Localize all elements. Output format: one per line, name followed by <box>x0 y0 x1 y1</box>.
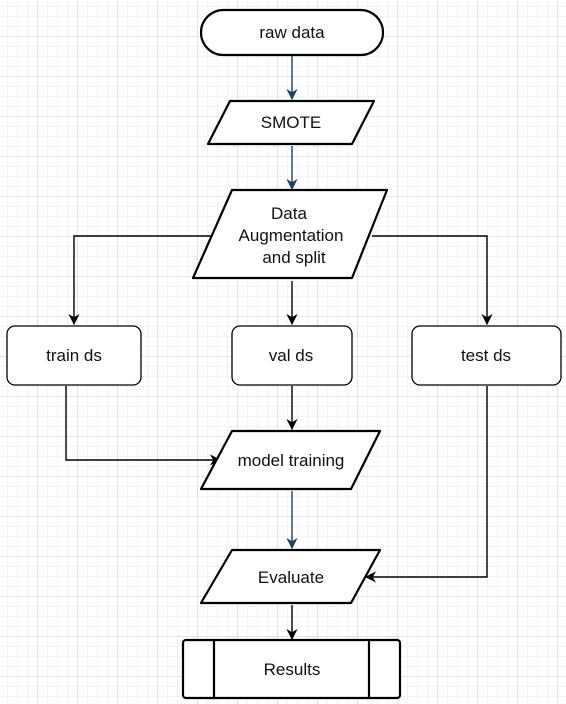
node-evaluate[interactable]: Evaluate <box>199 548 382 605</box>
node-model-training-label: model training <box>238 451 345 470</box>
node-results[interactable]: Results <box>181 638 402 700</box>
node-augmentation-label-line-1: Data <box>271 204 307 223</box>
node-smote[interactable]: SMOTE <box>206 99 376 146</box>
node-val-ds[interactable]: val ds <box>231 325 353 386</box>
node-train-ds[interactable]: train ds <box>6 325 142 386</box>
edge-test-to-evaluate <box>364 386 488 583</box>
node-test-ds-label: test ds <box>461 346 511 365</box>
edge-train-to-model-training <box>65 386 222 466</box>
edge-augmentation-to-train <box>68 235 212 326</box>
node-test-ds[interactable]: test ds <box>411 325 562 386</box>
node-model-training[interactable]: model training <box>199 429 382 491</box>
edges <box>65 55 493 641</box>
node-augmentation[interactable]: Data Augmentation and split <box>191 188 389 280</box>
node-augmentation-label-line-3: and split <box>262 248 326 267</box>
node-train-ds-label: train ds <box>46 346 102 365</box>
edge-augmentation-to-test <box>372 235 493 326</box>
node-smote-label: SMOTE <box>261 113 321 132</box>
node-evaluate-label: Evaluate <box>258 568 324 587</box>
node-augmentation-label-line-2: Augmentation <box>239 226 344 245</box>
node-raw-data-label: raw data <box>259 23 325 42</box>
node-val-ds-label: val ds <box>269 346 313 365</box>
node-results-label: Results <box>264 660 321 679</box>
node-raw-data[interactable]: raw data <box>199 8 385 57</box>
